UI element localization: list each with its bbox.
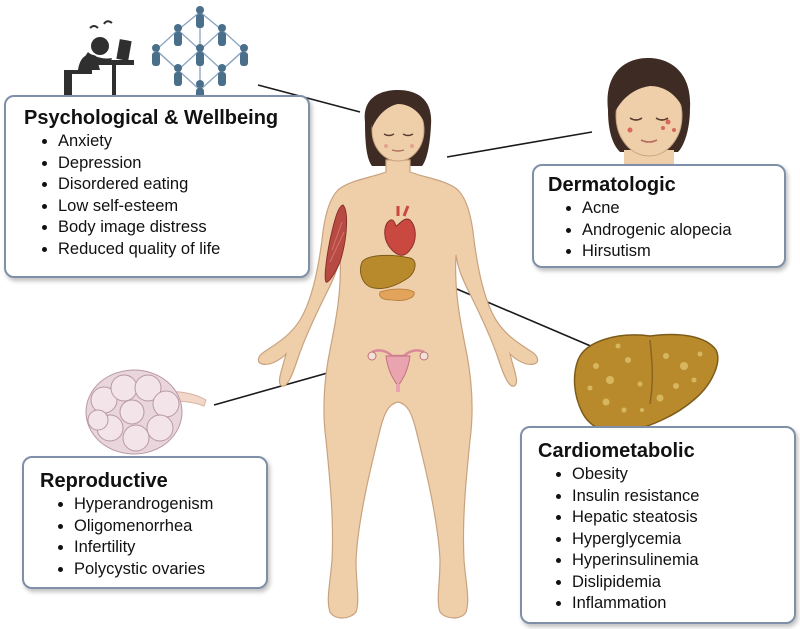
list-item: Androgenic alopecia	[582, 220, 784, 242]
list-item: Acne	[582, 198, 784, 220]
fatty-liver-icon	[573, 333, 719, 435]
panel-title: Dermatologic	[548, 174, 676, 196]
list-item: Anxiety	[58, 131, 308, 153]
social-network-icon	[152, 6, 248, 100]
woman-face-acne-icon	[600, 58, 700, 180]
polycystic-ovary-icon	[85, 369, 207, 455]
connector-derm	[446, 131, 593, 158]
list-item: Obesity	[572, 464, 794, 486]
list-item: Insulin resistance	[572, 486, 794, 508]
symptom-list: Anxiety Depression Disordered eating Low…	[24, 131, 308, 260]
list-item: Hepatic steatosis	[572, 507, 794, 529]
list-item: Body image distress	[58, 217, 308, 239]
list-item: Low self-esteem	[58, 196, 308, 218]
panel-title: Cardiometabolic	[538, 440, 695, 462]
uterus-icon	[367, 349, 429, 392]
female-body-figure	[257, 90, 539, 619]
panel-psychological-wellbeing: Psychological & Wellbeing Anxiety Depres…	[4, 95, 310, 278]
list-item: Hyperinsulinemia	[572, 550, 794, 572]
panel-reproductive: Reproductive Hyperandrogenism Oligomenor…	[22, 456, 268, 589]
list-item: Reduced quality of life	[58, 239, 308, 261]
list-item: Polycystic ovaries	[74, 559, 266, 581]
symptom-list: Acne Androgenic alopecia Hirsutism	[548, 198, 784, 263]
list-item: Depression	[58, 153, 308, 175]
panel-title: Reproductive	[40, 470, 168, 492]
list-item: Hirsutism	[582, 241, 784, 263]
list-item: Infertility	[74, 537, 266, 559]
list-item: Hyperandrogenism	[74, 494, 266, 516]
list-item: Disordered eating	[58, 174, 308, 196]
connector-psych	[257, 84, 361, 113]
symptom-list: Obesity Insulin resistance Hepatic steat…	[538, 464, 794, 615]
panel-cardiometabolic: Cardiometabolic Obesity Insulin resistan…	[520, 426, 796, 624]
panel-dermatologic: Dermatologic Acne Androgenic alopecia Hi…	[532, 164, 786, 268]
list-item: Inflammation	[572, 593, 794, 615]
symptom-list: Hyperandrogenism Oligomenorrhea Infertil…	[40, 494, 266, 580]
panel-title: Psychological & Wellbeing	[24, 107, 279, 129]
list-item: Hyperglycemia	[572, 529, 794, 551]
list-item: Dislipidemia	[572, 572, 794, 594]
list-item: Oligomenorrhea	[74, 516, 266, 538]
stressed-person-at-desk-icon	[64, 20, 134, 102]
